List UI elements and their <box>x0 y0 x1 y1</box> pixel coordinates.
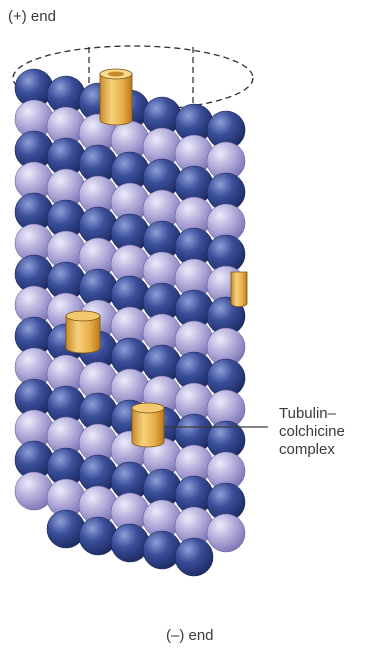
colchicine-complex-left <box>66 311 100 353</box>
beta-tubulin-subunit <box>15 472 53 510</box>
alpha-tubulin-subunit <box>79 517 117 555</box>
colchicine-complex-top <box>100 69 132 125</box>
alpha-tubulin-subunit <box>111 524 149 562</box>
tubulin-lattice <box>15 69 245 576</box>
complex-label-line-3: complex <box>279 441 345 459</box>
alpha-tubulin-subunit <box>175 538 213 576</box>
plus-end-label: (+) end <box>8 8 56 26</box>
colchicine-complex-labeled <box>132 403 164 447</box>
alpha-tubulin-subunit <box>143 531 181 569</box>
minus-end-label: (–) end <box>166 627 214 645</box>
tubulin-colchicine-complex-label: Tubulin– colchicine complex <box>279 405 345 459</box>
complex-label-line-1: Tubulin– <box>279 405 345 423</box>
colchicine-complex-right <box>231 272 247 307</box>
beta-tubulin-subunit <box>207 514 245 552</box>
complex-label-line-2: colchicine <box>279 423 345 441</box>
alpha-tubulin-subunit <box>47 510 85 548</box>
